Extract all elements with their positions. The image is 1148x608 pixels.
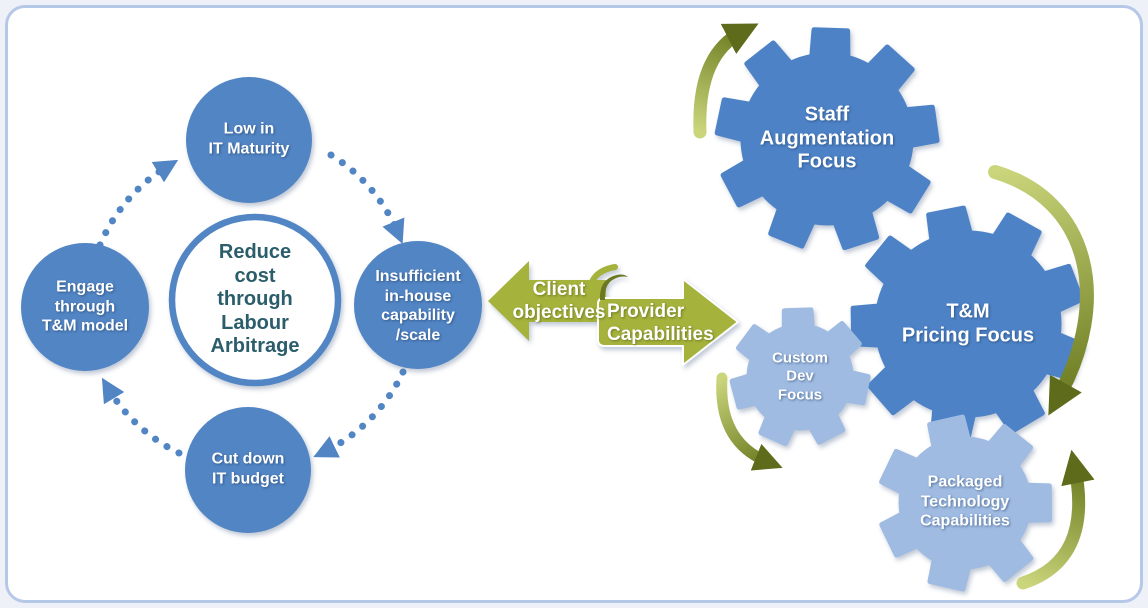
client-objectives-arrow <box>488 261 606 341</box>
page-curl-shadow <box>599 274 628 300</box>
custom-dev-label: Custom Dev Focus <box>772 349 828 404</box>
low-it-maturity-label: Low in IT Maturity <box>208 120 290 157</box>
bridge-arrows <box>488 261 739 366</box>
cycle-arc-cutdown-to-engage <box>101 377 183 457</box>
rotation-arrow-packaged <box>1016 449 1095 590</box>
cycle-arc-low-to-insufficient <box>327 151 405 244</box>
staff-augmentation-label: Staff Augmentation Focus <box>759 103 895 173</box>
rotation-arrow-tm <box>988 165 1094 416</box>
cut-down-it-budget-label: Cut down IT budget <box>211 450 285 487</box>
center-ring-label: Reduce cost through Labour Arbitrage <box>210 241 300 358</box>
gear-tm-pricing <box>850 205 1085 443</box>
packaged-technology-label: Packaged Technology Capabilities <box>920 473 1010 530</box>
gear-staff-augmentation <box>714 27 940 251</box>
gear-group <box>714 27 1085 592</box>
tm-pricing-label: T&M Pricing Focus <box>901 300 1035 346</box>
rotation-arrow-custom-dev <box>716 372 783 471</box>
client-objectives-label: Client objectives <box>512 278 606 323</box>
center-ring <box>168 213 342 387</box>
page-curl <box>586 264 618 304</box>
cycle-dotted-arcs <box>96 151 407 458</box>
circle-insufficient-capability <box>354 241 482 369</box>
rotation-arrow-staff <box>693 23 759 139</box>
engage-tm-model-label: Engage through T&M model <box>41 278 129 335</box>
rotation-arrows <box>693 23 1095 590</box>
cycle-arc-engage-to-low <box>96 159 179 249</box>
gear-custom-dev <box>729 307 871 446</box>
provider-capabilities-label: Provider Capabilities <box>607 300 714 345</box>
cycle-nodes <box>21 77 482 533</box>
circle-low-it-maturity <box>186 77 312 203</box>
circle-cut-down-it-budget <box>185 407 311 533</box>
gear-packaged-technology <box>879 414 1052 592</box>
circle-engage-tm-model <box>21 243 149 371</box>
insufficient-capability-label: Insufficient in-house capability /scale <box>375 267 461 344</box>
cycle-arc-insufficient-to-cutdown <box>313 368 407 458</box>
